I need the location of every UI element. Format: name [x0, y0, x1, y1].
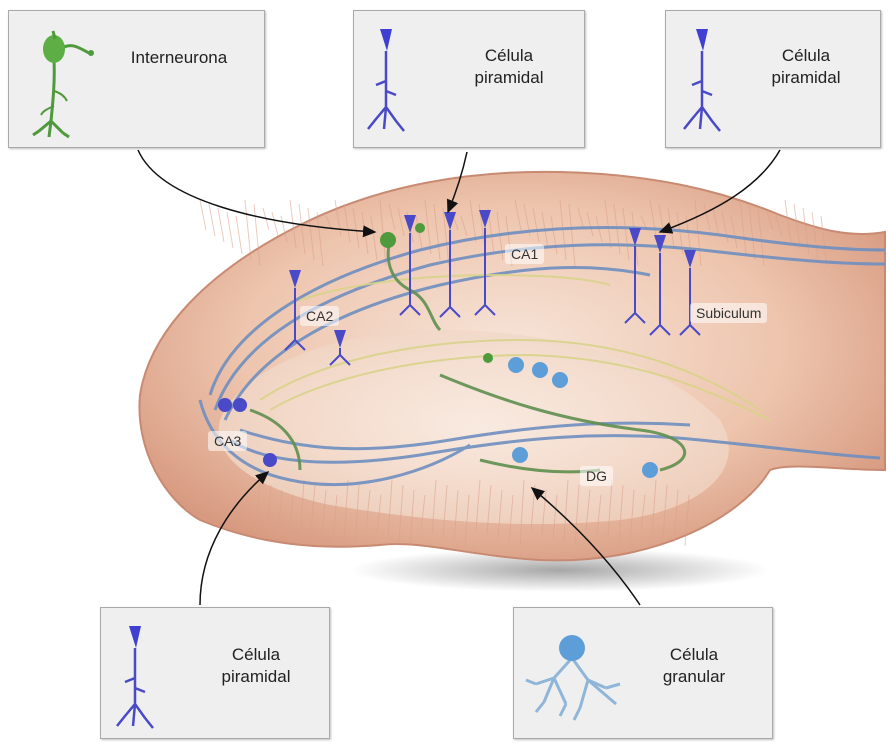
ca3-pyramidal-soma — [263, 453, 277, 467]
pyramidal-cell-icon — [101, 608, 181, 738]
callout-piramidal-2: Célula piramidal — [665, 10, 881, 148]
pyramidal-cell-icon — [666, 11, 746, 147]
callout-piramidal-1: Célula piramidal — [353, 10, 585, 148]
region-label-ca2: CA2 — [300, 306, 339, 326]
pyramidal-cell-icon — [354, 11, 434, 147]
granule-cell-soma — [508, 357, 524, 373]
callout-piramidal-3: Célula piramidal — [100, 607, 330, 739]
region-label-dg: DG — [580, 466, 613, 486]
interneuron-soma — [415, 223, 425, 233]
ca3-pyramidal-soma — [218, 398, 232, 412]
callout-interneurona: Interneurona — [8, 10, 265, 148]
region-label-subiculum: Subiculum — [690, 303, 767, 323]
label-piramidal-2: Célula piramidal — [746, 45, 866, 89]
region-label-ca3: CA3 — [208, 431, 247, 451]
granule-cell-soma — [552, 372, 568, 388]
granule-cell-soma — [642, 462, 658, 478]
label-interneurona: Interneurona — [109, 47, 249, 69]
granule-cell-soma — [532, 362, 548, 378]
interneuron-icon — [9, 11, 109, 147]
label-granular: Célula granular — [634, 644, 754, 688]
label-piramidal-1: Célula piramidal — [449, 45, 569, 89]
granule-cell-soma — [512, 447, 528, 463]
granular-cell-icon — [514, 608, 634, 738]
callout-granular: Célula granular — [513, 607, 773, 739]
region-label-ca1: CA1 — [505, 244, 544, 264]
label-piramidal-3: Célula piramidal — [196, 644, 316, 688]
ca3-pyramidal-soma — [233, 398, 247, 412]
interneuron-soma — [483, 353, 493, 363]
interneuron-soma — [380, 232, 396, 248]
